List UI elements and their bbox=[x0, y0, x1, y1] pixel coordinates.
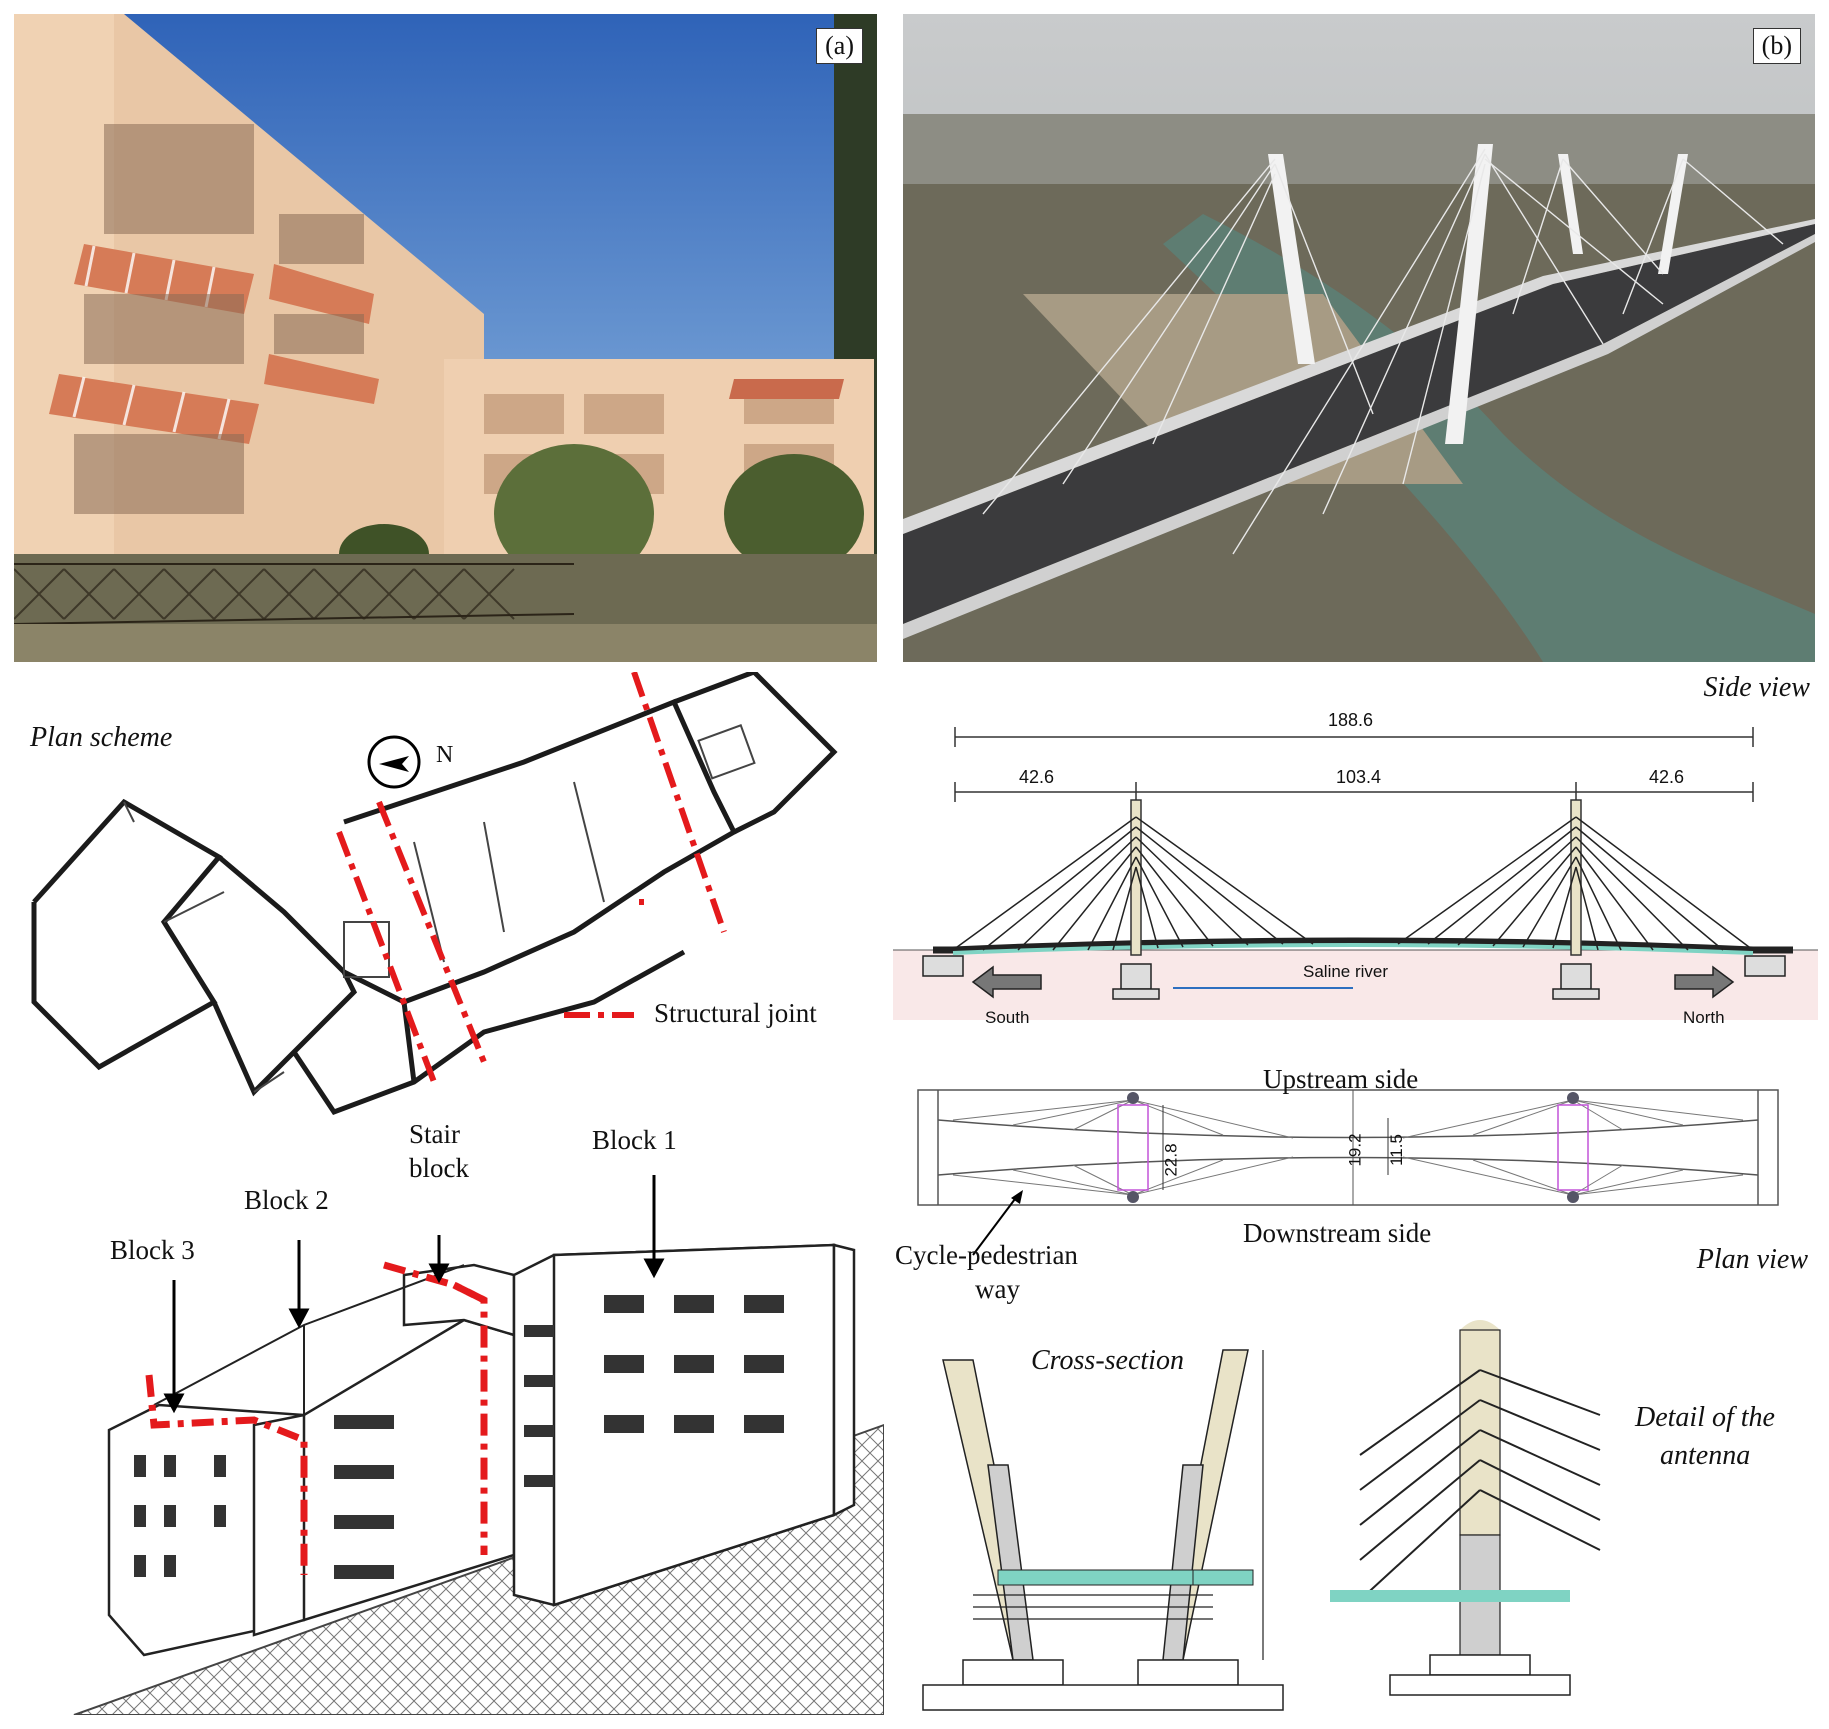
axonometric-drawing bbox=[73, 1175, 884, 1715]
antenna-title-line2: antenna bbox=[1660, 1440, 1751, 1471]
side-view-drawing bbox=[893, 727, 1818, 1020]
photo-a-building: (a) bbox=[14, 14, 877, 662]
cycle-way-label-line1: Cycle-pedestrian bbox=[895, 1240, 1078, 1270]
plan-view-panel: Upstream side Downstream side 22.8 19.2 … bbox=[893, 1060, 1818, 1310]
block-1-label: Block 1 bbox=[592, 1125, 677, 1155]
photo-a-tag: (a) bbox=[816, 28, 863, 64]
north-label: N bbox=[436, 742, 454, 768]
south-label: South bbox=[985, 1008, 1030, 1027]
antenna-title-line1: Detail of the bbox=[1635, 1402, 1775, 1433]
photo-a-illustration bbox=[14, 14, 877, 662]
width-19-2: 19.2 bbox=[1345, 1133, 1365, 1167]
plan-view-title: Plan view bbox=[1696, 1244, 1808, 1275]
cycle-way-label-line2: way bbox=[975, 1274, 1020, 1304]
plan-scheme-drawing bbox=[31, 672, 838, 1116]
block-2-label: Block 2 bbox=[244, 1185, 329, 1215]
block-3-label: Block 3 bbox=[110, 1235, 195, 1265]
river-label: Saline river bbox=[1303, 962, 1389, 981]
cross-section-panel: Cross-section bbox=[893, 1315, 1313, 1720]
axonometric-panel: Block 1 Block 2 Block 3 Stair block bbox=[14, 1125, 884, 1715]
axonometric-joint-lines bbox=[145, 1261, 488, 1575]
side-view-title: Side view bbox=[1703, 672, 1810, 703]
upstream-label: Upstream side bbox=[1263, 1064, 1419, 1094]
compass-icon bbox=[367, 735, 421, 789]
side-view-panel: Side view bbox=[893, 672, 1818, 1042]
structural-joint-lines bbox=[336, 672, 727, 1084]
width-22-8: 22.8 bbox=[1161, 1143, 1181, 1177]
stair-block-label-line2: block bbox=[409, 1153, 469, 1183]
antenna-panel: Detail of the antenna bbox=[1330, 1290, 1818, 1720]
downstream-label: Downstream side bbox=[1243, 1218, 1432, 1248]
plan-scheme-panel: Plan scheme N Struct bbox=[14, 672, 884, 1122]
photo-b-bridge: (b) bbox=[903, 14, 1815, 662]
north-label-bridge: North bbox=[1683, 1008, 1725, 1027]
dim-mid-span: 103.4 bbox=[1336, 767, 1382, 787]
photo-b-tag: (b) bbox=[1752, 28, 1801, 64]
plan-view-drawing bbox=[917, 1089, 1779, 1256]
antenna-drawing bbox=[1330, 1320, 1601, 1696]
cross-section-drawing bbox=[922, 1349, 1284, 1711]
dim-right-span: 42.6 bbox=[1649, 767, 1685, 787]
south-arrow-icon bbox=[971, 965, 1042, 999]
width-11-5: 11.5 bbox=[1386, 1134, 1406, 1166]
dim-total: 188.6 bbox=[1328, 710, 1374, 730]
stair-block-label-line1: Stair bbox=[409, 1125, 460, 1149]
structural-joint-legend: Structural joint bbox=[654, 998, 817, 1028]
photo-b-illustration bbox=[903, 14, 1815, 662]
dim-left-span: 42.6 bbox=[1019, 767, 1055, 787]
cross-section-title: Cross-section bbox=[1031, 1345, 1184, 1376]
north-arrow-icon bbox=[1674, 965, 1735, 999]
plan-scheme-title: Plan scheme bbox=[30, 722, 173, 753]
